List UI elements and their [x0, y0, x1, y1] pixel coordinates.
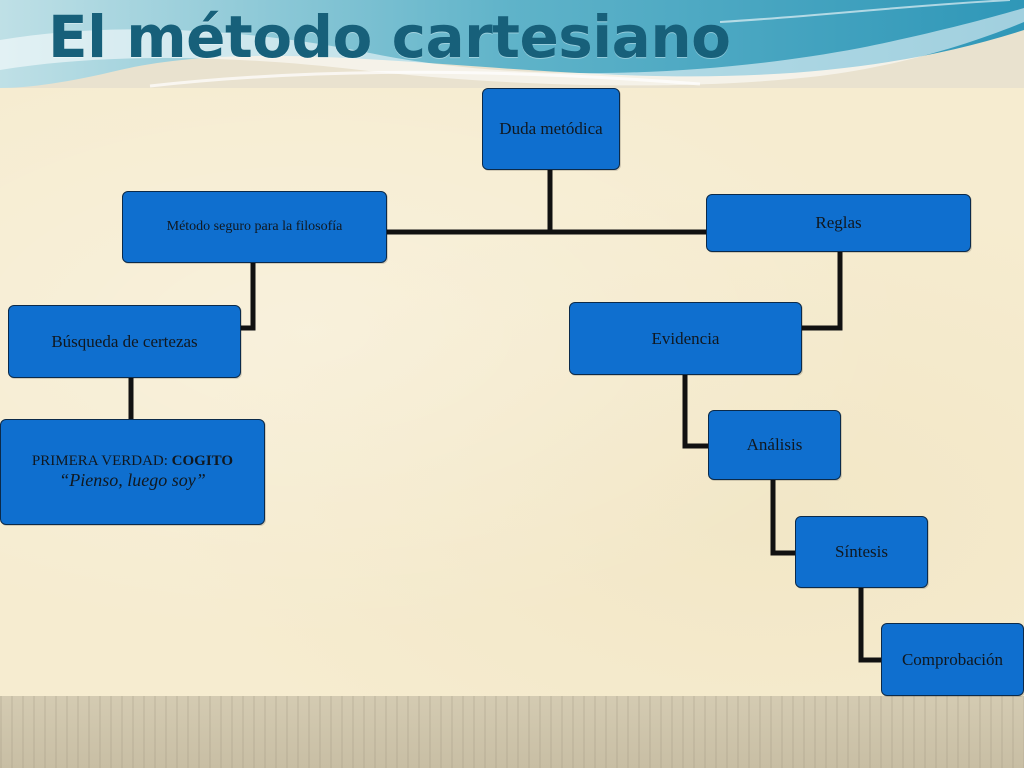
node-metodo-seguro-label: Método seguro para la filosofía [166, 219, 343, 234]
connector-reglas-to-evidencia [799, 249, 843, 331]
connector-metodo-to-busqueda [238, 260, 256, 331]
bottom-sand-strip [0, 696, 1024, 768]
node-sintesis: Síntesis [795, 516, 928, 588]
node-comprobacion: Comprobación [881, 623, 1024, 696]
node-duda-metodica: Duda metódica [482, 88, 620, 170]
node-evidencia: Evidencia [569, 302, 802, 375]
node-comprobacion-label: Comprobación [901, 649, 1004, 669]
node-primera-verdad-heading: PRIMERA VERDAD: COGITO [32, 452, 233, 470]
connector-evidencia-to-analisis [682, 372, 711, 449]
node-reglas-label: Reglas [815, 213, 862, 232]
connector-sintesis-to-comprobacion [858, 585, 884, 663]
node-busqueda-de-certezas: Búsqueda de certezas [8, 305, 241, 378]
ocean-waves-image [0, 0, 1024, 92]
ocean-banner [0, 0, 1024, 92]
node-primera-verdad-quote: “Pienso, luego soy” [59, 470, 206, 491]
content-panel [0, 88, 1024, 696]
node-primera-verdad: PRIMERA VERDAD: COGITO “Pienso, luego so… [0, 419, 265, 525]
node-analisis-label: Análisis [746, 435, 803, 454]
primera-verdad-prefix: PRIMERA VERDAD: [31, 453, 172, 470]
node-analisis: Análisis [708, 410, 841, 480]
node-metodo-seguro: Método seguro para la filosofía [122, 191, 387, 263]
node-busqueda-label: Búsqueda de certezas [51, 331, 198, 351]
connector-analisis-to-sintesis [770, 477, 798, 556]
node-reglas: Reglas [706, 194, 971, 252]
node-evidencia-label: Evidencia [651, 328, 720, 348]
node-sintesis-label: Síntesis [835, 542, 888, 561]
slide-title: El método cartesiano [48, 3, 731, 71]
node-duda-metodica-label: Duda metódica [499, 119, 603, 138]
primera-verdad-cogito: COGITO [171, 453, 234, 470]
